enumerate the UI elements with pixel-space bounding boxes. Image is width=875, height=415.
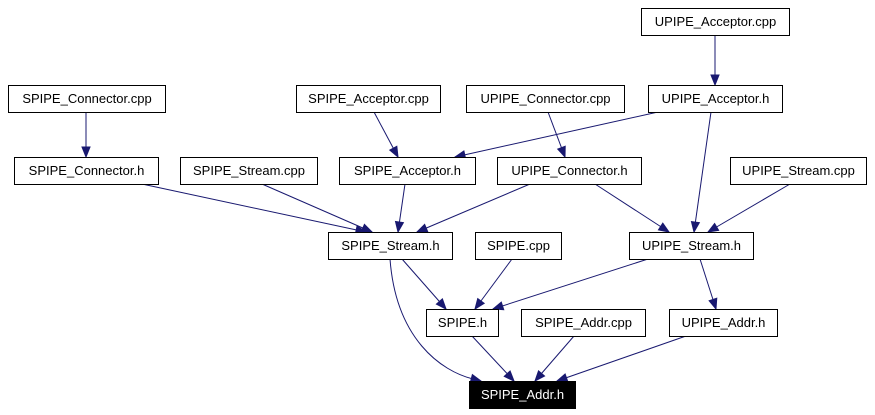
node-label: SPIPE_Connector.h bbox=[29, 163, 145, 178]
edge-line bbox=[416, 183, 531, 233]
node-box bbox=[521, 309, 646, 337]
edge-spipe_stream_h-to-spipe_h bbox=[401, 258, 447, 311]
edge-line bbox=[401, 258, 447, 310]
node-label: SPIPE.h bbox=[438, 315, 487, 330]
arrowhead-icon bbox=[81, 146, 91, 159]
node-label: UPIPE_Stream.h bbox=[642, 238, 741, 253]
node-box bbox=[730, 157, 867, 185]
edge-upipe_connector_h-to-upipe_stream_h bbox=[594, 183, 671, 233]
node-upipe-connector-cpp[interactable]: UPIPE_Connector.cpp bbox=[466, 85, 625, 113]
node-label: SPIPE_Stream.cpp bbox=[193, 163, 305, 178]
node-label: SPIPE_Connector.cpp bbox=[22, 91, 151, 106]
arrowhead-icon bbox=[534, 369, 546, 383]
node-upipe-acceptor-h[interactable]: UPIPE_Acceptor.h bbox=[648, 85, 783, 113]
node-label: SPIPE_Acceptor.cpp bbox=[308, 91, 429, 106]
arrowhead-icon bbox=[394, 220, 405, 234]
arrowhead-icon bbox=[710, 74, 720, 87]
edge-upipe_connector_h-to-spipe_stream_h bbox=[415, 183, 531, 233]
arrowhead-icon bbox=[657, 222, 671, 233]
edge-line bbox=[389, 258, 474, 380]
node-box bbox=[426, 309, 499, 337]
edge-line bbox=[594, 183, 670, 233]
node-box bbox=[469, 381, 576, 409]
node-box bbox=[669, 309, 778, 337]
node-box bbox=[497, 157, 642, 185]
node-spipe-addr-cpp[interactable]: SPIPE_Addr.cpp bbox=[521, 309, 646, 337]
node-box bbox=[466, 85, 625, 113]
arrowhead-icon bbox=[503, 370, 515, 382]
node-label: SPIPE_Addr.h bbox=[481, 387, 564, 402]
node-box bbox=[648, 85, 783, 113]
node-spipe-cpp[interactable]: SPIPE.cpp bbox=[475, 232, 562, 260]
node-label: UPIPE_Addr.h bbox=[682, 315, 766, 330]
node-label: SPIPE_Stream.h bbox=[341, 238, 439, 253]
edge-line bbox=[556, 335, 687, 382]
node-label: UPIPE_Stream.cpp bbox=[742, 163, 855, 178]
edge-line bbox=[707, 183, 791, 233]
node-label: SPIPE.cpp bbox=[487, 238, 550, 253]
node-upipe-acceptor-cpp[interactable]: UPIPE_Acceptor.cpp bbox=[641, 8, 790, 36]
edge-spipe_connector_h-to-spipe_stream_h bbox=[141, 183, 368, 235]
arrowhead-icon bbox=[491, 301, 505, 311]
node-box bbox=[475, 232, 562, 260]
edge-upipe_stream_h-to-upipe_addr_h bbox=[699, 258, 718, 311]
node-box bbox=[328, 232, 453, 260]
arrowhead-icon bbox=[555, 373, 569, 383]
edge-line bbox=[492, 258, 649, 310]
edge-line bbox=[693, 111, 712, 233]
node-spipe-acceptor-h[interactable]: SPIPE_Acceptor.h bbox=[339, 157, 476, 185]
edge-upipe_stream_cpp-to-upipe_stream_h bbox=[706, 183, 791, 233]
node-box bbox=[8, 85, 166, 113]
node-label: UPIPE_Acceptor.cpp bbox=[655, 14, 776, 29]
node-spipe-addr-h[interactable]: SPIPE_Addr.h bbox=[469, 381, 576, 409]
edge-spipe_h-to-spipe_addr_h bbox=[471, 335, 515, 382]
node-spipe-stream-cpp[interactable]: SPIPE_Stream.cpp bbox=[180, 157, 318, 185]
edges-layer bbox=[81, 35, 791, 383]
arrowhead-icon bbox=[474, 297, 486, 311]
arrowhead-icon bbox=[415, 223, 429, 233]
edge-upipe_addr_h-to-spipe_addr_h bbox=[555, 335, 687, 383]
edge-upipe_stream_h-to-spipe_h bbox=[491, 258, 649, 311]
node-box bbox=[14, 157, 159, 185]
edge-line bbox=[141, 183, 367, 233]
edge-spipe_connector_cpp-to-spipe_connector_h bbox=[81, 112, 91, 159]
edge-line bbox=[454, 111, 659, 158]
node-spipe-connector-h[interactable]: SPIPE_Connector.h bbox=[14, 157, 159, 185]
node-spipe-h[interactable]: SPIPE.h bbox=[426, 309, 499, 337]
edge-upipe_acceptor_h-to-upipe_stream_h bbox=[690, 111, 712, 234]
node-spipe-connector-cpp[interactable]: SPIPE_Connector.cpp bbox=[8, 85, 166, 113]
node-spipe-acceptor-cpp[interactable]: SPIPE_Acceptor.cpp bbox=[296, 85, 441, 113]
node-upipe-stream-cpp[interactable]: UPIPE_Stream.cpp bbox=[730, 157, 867, 185]
node-label: SPIPE_Addr.cpp bbox=[535, 315, 632, 330]
node-box bbox=[629, 232, 754, 260]
edge-spipe_acceptor_cpp-to-spipe_acceptor_h bbox=[373, 111, 399, 159]
node-label: SPIPE_Acceptor.h bbox=[354, 163, 461, 178]
edge-spipe_stream_cpp-to-spipe_stream_h bbox=[261, 183, 374, 233]
arrowhead-icon bbox=[690, 220, 701, 234]
node-spipe-stream-h[interactable]: SPIPE_Stream.h bbox=[328, 232, 453, 260]
arrowhead-icon bbox=[435, 297, 447, 311]
edge-spipe_addr_cpp-to-spipe_addr_h bbox=[534, 335, 575, 383]
arrowhead-icon bbox=[706, 222, 720, 233]
node-label: UPIPE_Connector.h bbox=[511, 163, 627, 178]
edge-upipe_acceptor_cpp-to-upipe_acceptor_h bbox=[710, 35, 720, 87]
arrowhead-icon bbox=[708, 297, 718, 311]
node-box bbox=[641, 8, 790, 36]
node-label: UPIPE_Connector.cpp bbox=[480, 91, 610, 106]
node-upipe-connector-h[interactable]: UPIPE_Connector.h bbox=[497, 157, 642, 185]
node-box bbox=[296, 85, 441, 113]
node-box bbox=[339, 157, 476, 185]
node-upipe-addr-h[interactable]: UPIPE_Addr.h bbox=[669, 309, 778, 337]
node-label: UPIPE_Acceptor.h bbox=[662, 91, 770, 106]
arrowhead-icon bbox=[556, 145, 566, 159]
edge-spipe_acceptor_h-to-spipe_stream_h bbox=[394, 183, 406, 234]
edge-spipe_cpp-to-spipe_h bbox=[474, 258, 513, 311]
arrowhead-icon bbox=[360, 223, 374, 233]
node-upipe-stream-h[interactable]: UPIPE_Stream.h bbox=[629, 232, 754, 260]
edge-line bbox=[261, 183, 373, 233]
node-box bbox=[180, 157, 318, 185]
arrowhead-icon bbox=[388, 145, 399, 159]
